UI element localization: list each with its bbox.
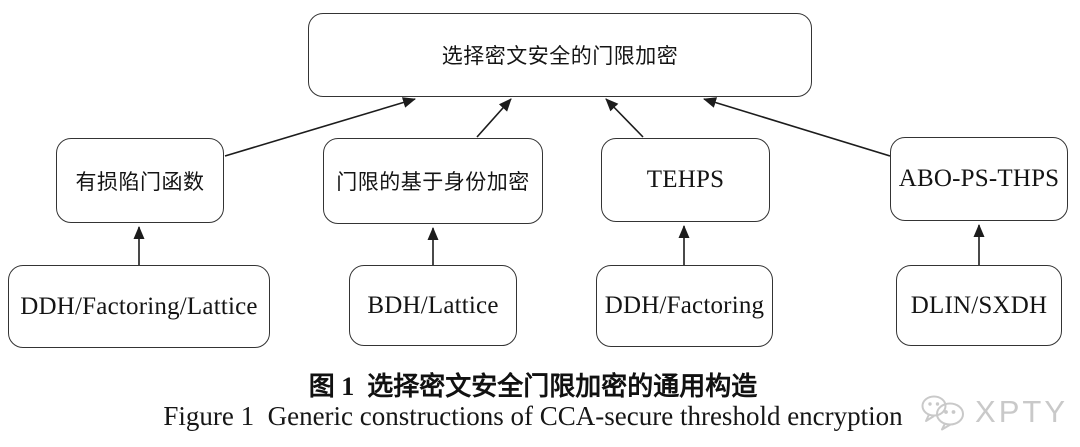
node-label: DDH/Factoring [604,292,765,319]
watermark-text: XPTY [975,394,1068,429]
node-label: 选择密文安全的门限加密 [441,44,679,68]
node-ddh-factoring-lattice: DDH/Factoring/Lattice [8,265,270,348]
node-ddh-factoring: DDH/Factoring [596,265,773,347]
node-label: BDH/Lattice [367,291,499,319]
node-label: 门限的基于身份加密 [336,170,530,194]
node-threshold-identity-based-encryption: 门限的基于身份加密 [323,138,543,224]
node-bdh-lattice: BDH/Lattice [349,265,517,346]
node-label: 有损陷门函数 [75,169,205,194]
node-abo-ps-thps: ABO-PS-THPS [890,137,1068,221]
caption-chinese: 图 1 选择密文安全门限加密的通用构造 [308,372,758,401]
node-label: TEHPS [646,166,725,193]
node-tehps: TEHPS [601,138,770,222]
node-label: ABO-PS-THPS [898,165,1060,192]
node-cca-secure-threshold-encryption: 选择密文安全的门限加密 [308,13,812,97]
watermark: XPTY [920,393,1068,431]
caption-english: Figure 1 Generic constructions of CCA-se… [163,401,903,431]
node-label: DLIN/SXDH [910,291,1048,319]
node-dlin-sxdh: DLIN/SXDH [896,265,1062,346]
node-lossy-trapdoor-function: 有损陷门函数 [56,138,224,223]
arrow-tehps-to-top [605,98,644,138]
node-label: DDH/Factoring/Lattice [20,292,258,320]
arrow-threshold-ibe-to-top [476,98,512,138]
wechat-icon [921,395,965,431]
